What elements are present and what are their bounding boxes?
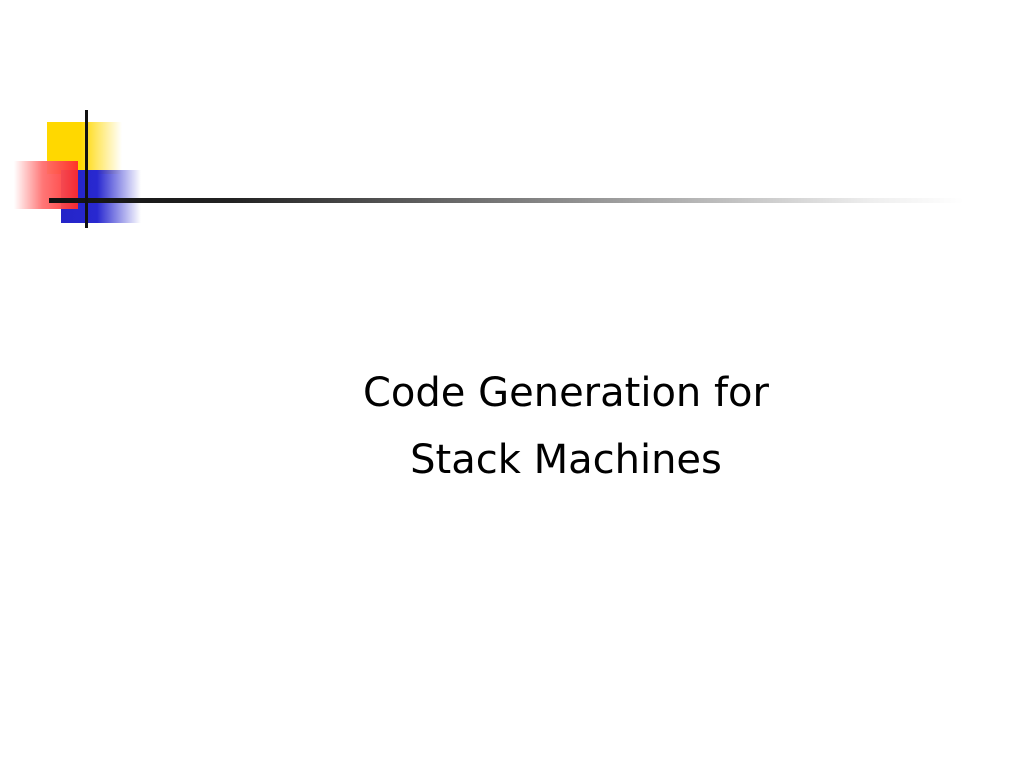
- decorative-horizontal-rule: [49, 198, 964, 203]
- slide-title-line-1: Code Generation for: [363, 370, 769, 416]
- decorative-vertical-rule: [85, 110, 88, 228]
- slide-title-line-2: Stack Machines: [410, 437, 722, 483]
- slide-title: Code Generation for Stack Machines: [260, 360, 872, 494]
